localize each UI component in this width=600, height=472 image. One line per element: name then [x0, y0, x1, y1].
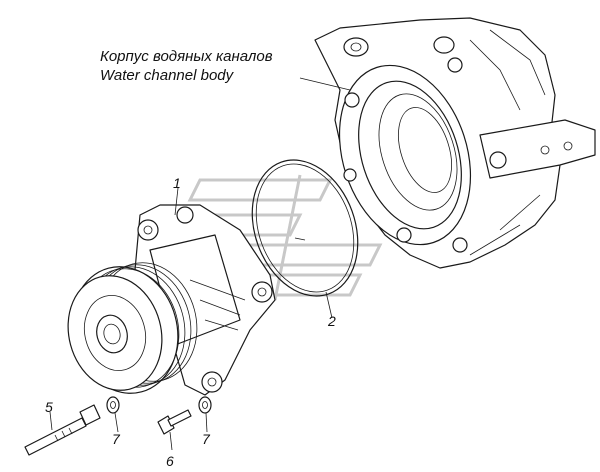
o-ring-seal: [251, 159, 359, 319]
part-number-6: 6: [166, 453, 174, 469]
spring-washer-a: [106, 396, 120, 433]
callout-russian: Корпус водяных каналов: [100, 48, 273, 65]
part-number-1: 1: [173, 175, 181, 191]
part-number-7a: 7: [112, 431, 121, 447]
part-number-5: 5: [45, 399, 53, 415]
part-number-7b: 7: [202, 431, 211, 447]
callout-english: Water channel body: [100, 67, 235, 84]
long-bolt: [24, 404, 101, 456]
water-channel-body: [299, 17, 596, 269]
part-number-2: 2: [327, 313, 336, 329]
short-bolt: [157, 409, 192, 451]
spring-washer-b: [198, 396, 212, 433]
water-pump: [67, 187, 276, 396]
